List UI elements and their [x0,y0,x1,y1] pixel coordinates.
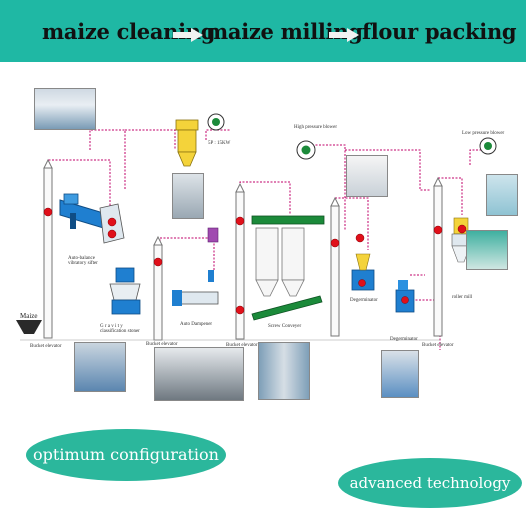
photo-fan-unit [486,174,518,216]
label-bucket-elevator-4: Bucket elevator [422,343,454,348]
label-degerminator-2: Degerminator [390,337,418,342]
label-vibratory-sifter: Auto-balance vibratory sifter [68,256,98,266]
label-low-pressure-blower: Low pressure blower [462,131,505,136]
photo-stoner-machine [74,342,126,392]
label-bucket-elevator-2: Bucket elevator [146,342,178,347]
photo-dampener-machine [154,347,244,401]
header-banner: maize cleaning maize milling flour packi… [0,0,526,62]
photo-degerminator-machine [381,350,419,398]
badge-advanced-technology: advanced technology [338,458,522,508]
photo-plant-interior [34,88,96,130]
badge-left-text: optimum configuration [33,445,219,464]
arrow-right-icon [329,28,359,42]
process-diagram: Maize Bucket elevator Auto-balance vibra… [0,62,526,518]
photo-silos [258,342,310,400]
intake-hopper-icon [16,320,42,334]
flow-drawing [20,113,497,350]
label-roller-mill: roller mill [452,295,473,300]
photo-cyclone-bin [172,173,204,219]
label-maize: Maize [20,312,38,320]
label-high-pressure-blower: High pressure blower [294,125,338,130]
badge-optimum-configuration: optimum configuration [26,429,226,481]
step-flour-packing: flour packing [362,19,517,44]
photo-degerminator [346,155,388,197]
step-maize-cleaning: maize cleaning [42,19,216,44]
label-bucket-elevator-3: Bucket elevator [226,343,258,348]
label-degerminator-1: Degerminator [350,298,378,303]
label-bucket-elevator-1: Bucket elevator [30,344,62,349]
label-fan: 5P : 15KW [208,141,231,146]
photo-low-pressure-blower [466,230,508,270]
arrow-right-icon [173,28,203,42]
step-maize-milling: maize milling [206,19,363,44]
label-auto-dampener: Auto Dampener [180,322,213,327]
label-screw-conveyor: Screw Conveyer [268,324,302,329]
badge-right-text: advanced technology [349,474,511,492]
label-gravity-stoner: G r a v i t y classification stoner [100,324,140,334]
